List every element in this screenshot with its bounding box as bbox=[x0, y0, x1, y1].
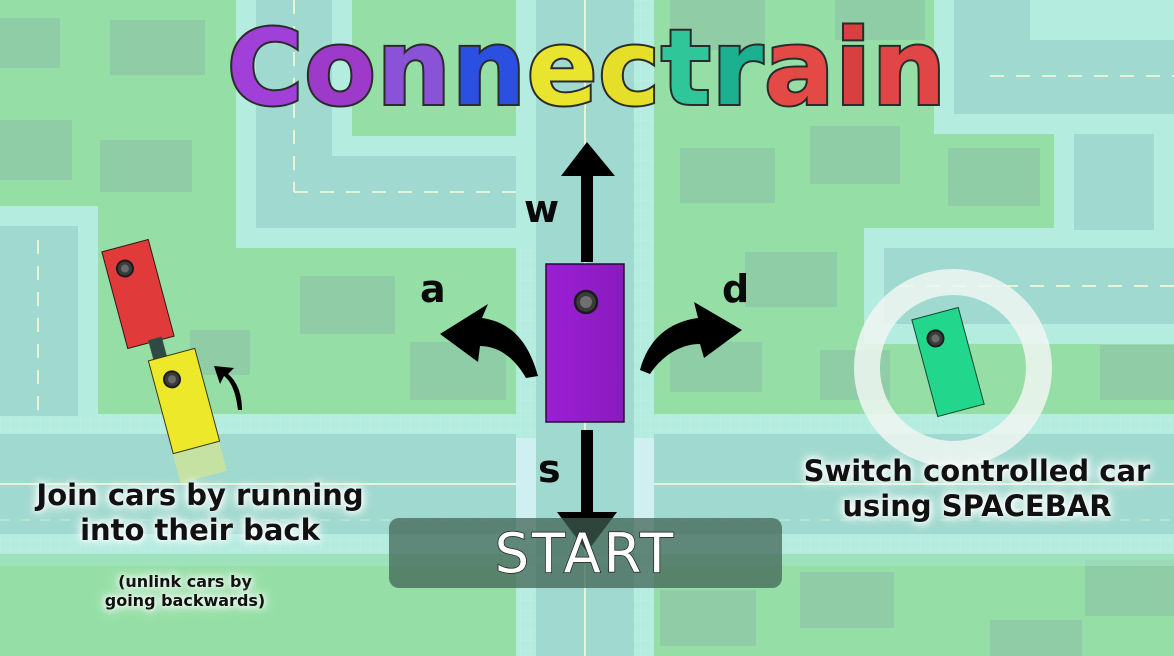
switch-hint-line1: Switch controlled car bbox=[803, 454, 1151, 488]
title-letter: a bbox=[762, 7, 836, 129]
key-s-label: s bbox=[538, 447, 561, 491]
switch-car-hint: Switch controlled car using SPACEBAR bbox=[780, 454, 1174, 524]
title-letter: e bbox=[525, 7, 600, 129]
up-arrow-icon bbox=[561, 142, 615, 262]
unlink-hint-line2: going backwards) bbox=[104, 591, 266, 611]
join-cars-hint: Join cars by running into their back bbox=[0, 478, 400, 548]
title-letter: o bbox=[302, 7, 377, 129]
small-curved-arrow-icon bbox=[214, 366, 242, 410]
player-car bbox=[545, 263, 625, 423]
turn-right-arrow-icon bbox=[640, 302, 742, 374]
start-button[interactable]: START bbox=[389, 518, 782, 588]
title-letter: n bbox=[450, 7, 528, 129]
turn-left-arrow-icon bbox=[440, 304, 538, 378]
unlink-hint-line1: (unlink cars by bbox=[118, 572, 252, 591]
key-a-label: a bbox=[420, 267, 446, 311]
selection-ring-icon bbox=[854, 269, 1052, 467]
title-letter: C bbox=[225, 7, 305, 129]
join-hint-line1: Join cars by running bbox=[36, 478, 364, 512]
key-d-label: d bbox=[722, 267, 750, 311]
green-car bbox=[911, 306, 985, 418]
title-letter: c bbox=[596, 7, 662, 129]
title-letter: t bbox=[659, 7, 713, 129]
title-letter: i bbox=[833, 7, 873, 129]
join-hint-line2: into their back bbox=[80, 512, 320, 547]
title-letter: n bbox=[870, 7, 948, 129]
switch-hint-line2: using SPACEBAR bbox=[842, 488, 1112, 523]
unlink-cars-hint: (unlink cars by going backwards) bbox=[60, 572, 310, 610]
key-w-label: w bbox=[524, 187, 560, 231]
title-letter: r bbox=[710, 7, 765, 129]
yellow-car bbox=[147, 347, 221, 455]
title-letter: n bbox=[375, 7, 453, 129]
game-title: Connectrain bbox=[0, 7, 1174, 129]
linked-train bbox=[101, 238, 242, 455]
